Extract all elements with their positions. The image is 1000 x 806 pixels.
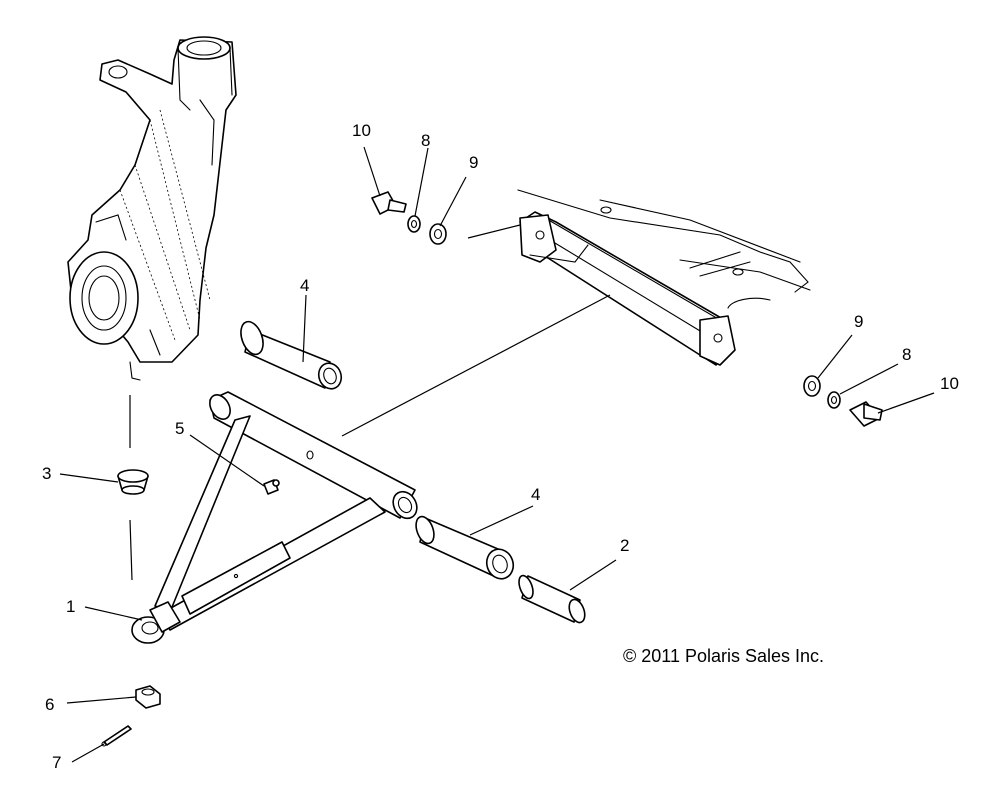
cotter-pin bbox=[101, 725, 132, 747]
flat-washer-left bbox=[429, 223, 447, 245]
callout-4-lower: 4 bbox=[531, 485, 540, 504]
lock-washer-left bbox=[407, 215, 421, 233]
callout-9-left: 9 bbox=[469, 153, 478, 172]
callout-4-upper: 4 bbox=[300, 276, 309, 295]
callout-8-right: 8 bbox=[902, 345, 911, 364]
grease-fitting bbox=[263, 479, 280, 495]
callout-6: 6 bbox=[45, 695, 54, 714]
callout-3: 3 bbox=[42, 464, 51, 483]
leader-lines bbox=[59, 146, 935, 763]
a-arm bbox=[131, 391, 418, 644]
callout-8-left: 8 bbox=[421, 131, 430, 150]
callout-1: 1 bbox=[66, 597, 75, 616]
pivot-sleeve bbox=[518, 574, 586, 624]
callout-7: 7 bbox=[52, 753, 61, 772]
lock-washer-right bbox=[827, 391, 841, 409]
steering-knuckle bbox=[67, 36, 237, 381]
bolt-right bbox=[849, 401, 883, 427]
castle-nut bbox=[135, 685, 161, 709]
callout-9-right: 9 bbox=[854, 312, 863, 331]
callout-10-left: 10 bbox=[352, 121, 371, 140]
callout-10-right: 10 bbox=[940, 374, 959, 393]
callout-2: 2 bbox=[620, 536, 629, 555]
callout-labels: 1 2 3 4 4 5 6 7 8 8 9 9 10 10 bbox=[42, 121, 959, 772]
bushing-upper bbox=[240, 320, 343, 390]
dust-seal bbox=[117, 469, 149, 495]
bushing-lower bbox=[415, 515, 515, 580]
bolt-left bbox=[371, 191, 407, 215]
copyright-notice: © 2011 Polaris Sales Inc. bbox=[623, 646, 824, 666]
frame-cross-member bbox=[517, 189, 811, 366]
callout-5: 5 bbox=[175, 419, 184, 438]
flat-washer-right bbox=[803, 375, 821, 397]
